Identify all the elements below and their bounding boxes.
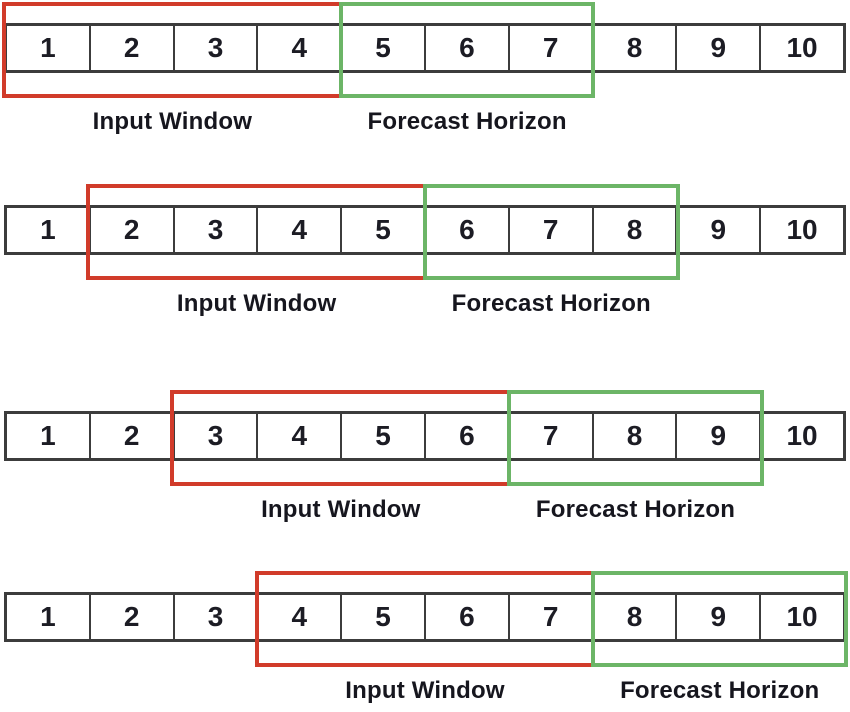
input-window-box bbox=[86, 184, 427, 280]
sequence-cell: 8 bbox=[591, 26, 676, 70]
sequence-cell: 2 bbox=[88, 26, 173, 70]
sequence-cell: 10 bbox=[759, 208, 843, 252]
sequence-cell: 5 bbox=[340, 595, 424, 639]
forecast-horizon-box bbox=[338, 2, 596, 98]
input-window-box bbox=[170, 390, 512, 486]
sequence-cell: 4 bbox=[256, 208, 340, 252]
sequence-cell: 4 bbox=[256, 414, 340, 458]
sequence-cell: 5 bbox=[340, 208, 424, 252]
input-window-label: Input Window bbox=[345, 677, 505, 704]
sequence-cell: 7 bbox=[507, 208, 592, 252]
sequence-cell: 9 bbox=[675, 414, 759, 458]
sequence-cell: 6 bbox=[423, 26, 508, 70]
sequence-cell: 2 bbox=[88, 414, 173, 458]
sequence-cell: 8 bbox=[591, 208, 676, 252]
sequence-cell: 3 bbox=[172, 595, 257, 639]
forecast-horizon-label: Forecast Horizon bbox=[367, 108, 567, 135]
forecast-horizon-label: Forecast Horizon bbox=[535, 496, 736, 523]
sequence-cell: 10 bbox=[759, 26, 843, 70]
input-window-box bbox=[2, 2, 343, 98]
sequence-cell: 1 bbox=[40, 601, 56, 632]
sequence-cell: 9 bbox=[675, 26, 759, 70]
input-window-box bbox=[254, 571, 596, 667]
forecast-horizon-label: Forecast Horizon bbox=[451, 290, 651, 317]
forecast-horizon-box bbox=[423, 184, 680, 280]
forecast-horizon-label: Forecast Horizon bbox=[620, 677, 820, 704]
sequence-cell: 5 bbox=[340, 414, 424, 458]
sequence-cell: 9 bbox=[675, 208, 759, 252]
sequence-cell: 7 bbox=[507, 595, 592, 639]
sequence-cell: 1 bbox=[40, 420, 56, 451]
forecast-horizon-box bbox=[507, 390, 764, 486]
sequence-cell: 10 bbox=[759, 414, 843, 458]
input-window-label: Input Window bbox=[176, 290, 337, 317]
sequence-cell: 1 bbox=[40, 214, 56, 245]
sequence-cell: 10 bbox=[759, 595, 843, 639]
sequence-cell: 7 bbox=[507, 26, 592, 70]
sequence-cell: 3 bbox=[172, 26, 257, 70]
sequence-cell: 2 bbox=[88, 595, 173, 639]
sequence-cell: 6 bbox=[423, 595, 508, 639]
sequence-cell: 3 bbox=[172, 208, 257, 252]
input-window-label: Input Window bbox=[92, 108, 253, 135]
sequence-cell: 4 bbox=[256, 26, 340, 70]
input-window-label: Input Window bbox=[261, 496, 421, 523]
sequence-cell: 1 bbox=[40, 32, 56, 63]
forecast-horizon-box bbox=[591, 571, 848, 667]
sequence-cell: 6 bbox=[423, 414, 508, 458]
sequence-cell: 8 bbox=[591, 414, 676, 458]
sequence-cell: 9 bbox=[675, 595, 759, 639]
